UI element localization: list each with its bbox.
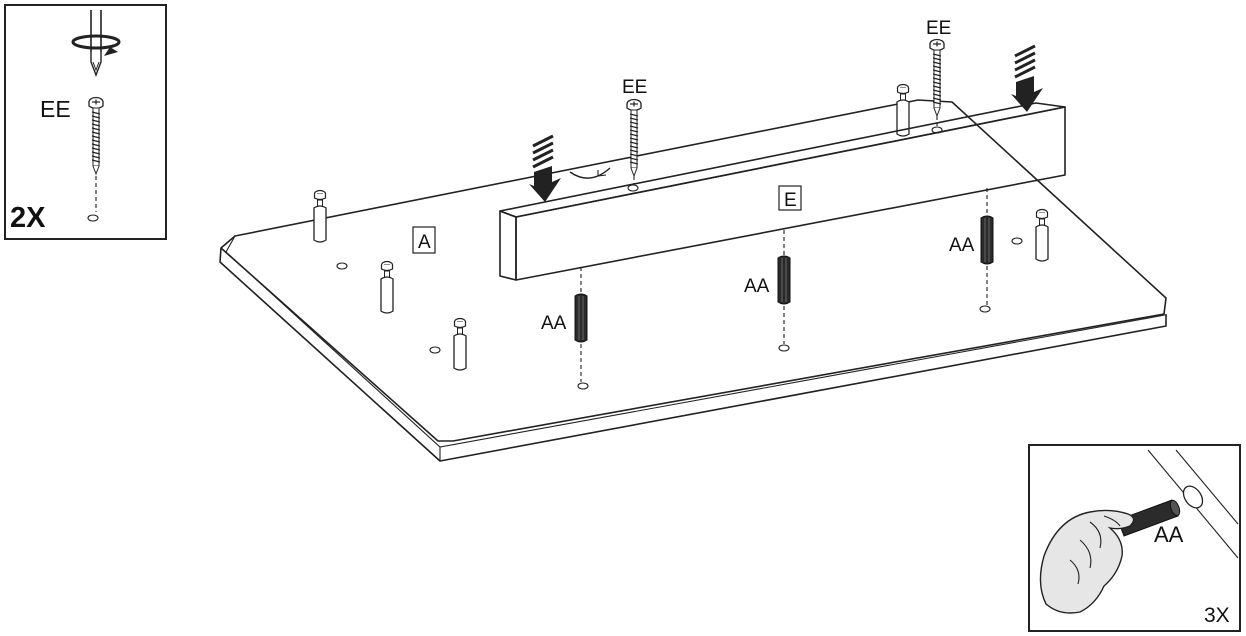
screw-ee-2 (929, 38, 945, 117)
svg-text:E: E (784, 190, 797, 211)
dowel-hole-3 (979, 305, 991, 313)
screw-quantity-label: 2X (10, 202, 46, 234)
panel-a-board (219, 99, 1167, 462)
panel-e-rail (499, 102, 1066, 281)
inset-dowel-panel: AA 3X (1028, 444, 1241, 632)
dowel-aa-2 (777, 255, 791, 305)
dowel-aa-label-3: AA (949, 235, 975, 256)
screw-ee-label-1: EE (622, 77, 647, 98)
hand-icon (1039, 509, 1135, 614)
dowel-aa-label-2: AA (744, 276, 770, 297)
dowel-aa-label-inset: AA (1154, 522, 1184, 547)
screwdriver-icon (71, 10, 121, 77)
cam-bolt-3 (453, 317, 467, 371)
cam-bolt-2 (380, 260, 394, 314)
screw-ee-label-inset: EE (40, 96, 71, 122)
dowel-hole-1 (577, 382, 589, 390)
dowel-hole-2 (778, 344, 790, 352)
dowel-quantity-label: 3X (1204, 604, 1230, 627)
dowel-aa-3 (980, 215, 994, 265)
dowel-aa-label-1: AA (541, 313, 567, 334)
down-arrow-icon-right (1009, 44, 1045, 114)
dowel-aa-inset-icon (1117, 499, 1181, 537)
dowel-aa-1 (574, 293, 588, 343)
hole-icon (87, 214, 99, 222)
screw-ee-1 (626, 98, 642, 177)
inset-screw-panel: EE 2X (4, 4, 167, 240)
svg-text:A: A (418, 232, 431, 253)
screw-ee-label-2: EE (926, 18, 951, 39)
main-assembly: A E EE EE AA AA (219, 18, 1167, 462)
cam-bolt-5 (1035, 208, 1049, 262)
cam-bolt-1 (313, 189, 327, 243)
down-arrow-icon-left (527, 134, 563, 204)
panel-e-label: E (778, 185, 802, 211)
panel-a-label: A (412, 226, 436, 254)
